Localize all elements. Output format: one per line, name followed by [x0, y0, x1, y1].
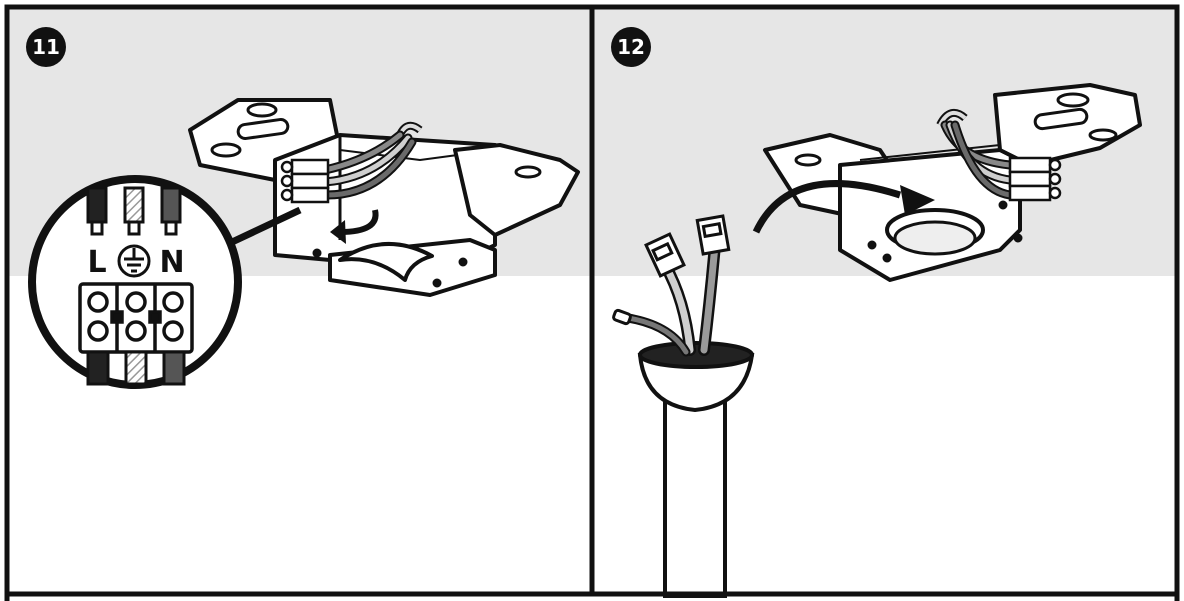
insert-arrow-icon [752, 180, 935, 234]
panel-borders [4, 4, 1180, 601]
step-badge: 12 [611, 27, 651, 67]
bracket-wires [320, 130, 417, 200]
bracket-terminal-block [280, 158, 330, 204]
terminal-block [78, 282, 194, 354]
downrod [637, 341, 755, 598]
rotate-arrow-icon [330, 209, 379, 244]
step-number: 12 [617, 35, 645, 59]
panel-step-12: 12 [594, 8, 1176, 598]
outgoing-wires [86, 350, 186, 386]
neutral-terminal-label: N [159, 245, 184, 280]
earth-ground-icon [117, 244, 151, 278]
panel-step-11: 11 [8, 8, 590, 596]
ceiling-bracket [763, 83, 1142, 282]
terminal-detail-magnifier: L N [28, 175, 242, 389]
bracket-terminal-block [1008, 156, 1062, 202]
wire-connector-plugs [612, 214, 731, 326]
bracket-wires [940, 120, 1015, 200]
step-number: 11 [32, 35, 60, 59]
incoming-wire-ends [86, 186, 182, 236]
zoom-leader-line [228, 206, 302, 247]
step-badge: 11 [26, 27, 66, 67]
live-terminal-label: L [87, 245, 106, 280]
